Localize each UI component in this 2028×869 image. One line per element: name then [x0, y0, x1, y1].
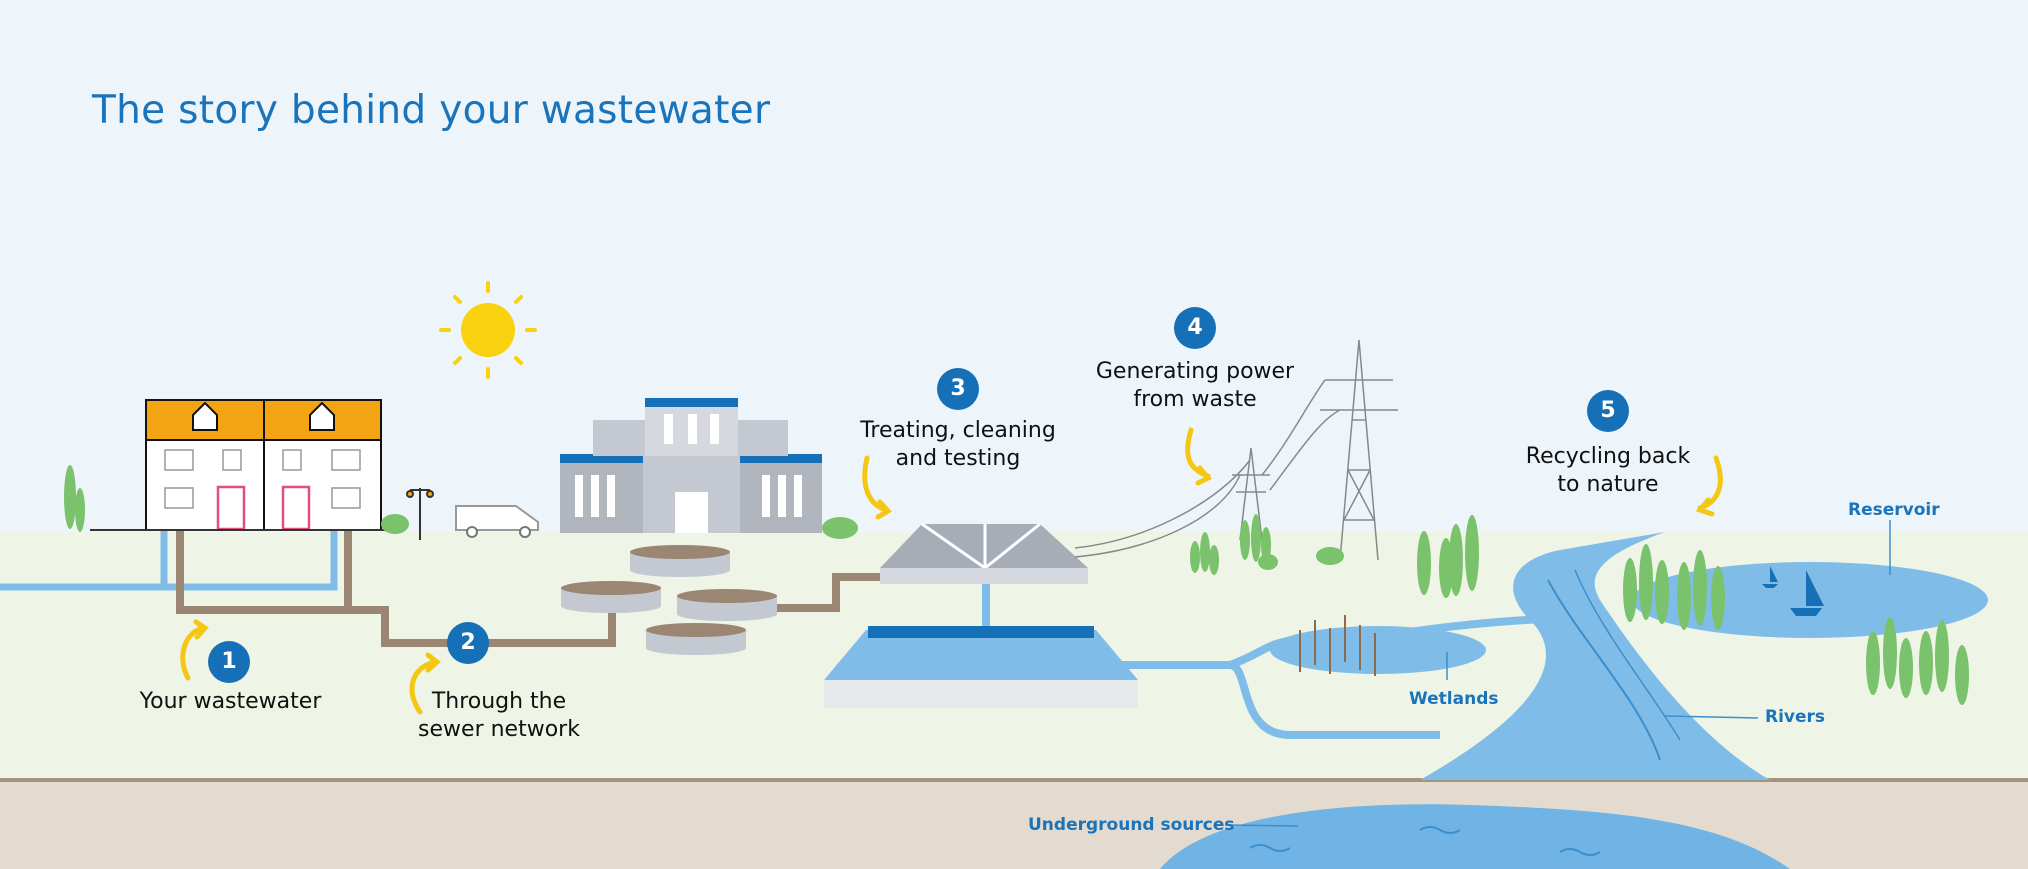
- step-2-badge: 2: [447, 622, 489, 664]
- step-5-label: Recycling back to nature: [1515, 443, 1701, 499]
- step-4-label-line-2: from waste: [1133, 387, 1257, 412]
- page-title: The story behind your wastewater: [92, 88, 771, 133]
- reeds: [1299, 615, 1376, 676]
- step-2-label-line-2: sewer network: [418, 717, 580, 742]
- service-van: [455, 505, 539, 538]
- wetlands-label: Wetlands: [1409, 689, 1499, 709]
- step-2-label-line-1: Through the: [431, 689, 567, 714]
- step-1-badge: 1: [208, 641, 250, 683]
- step-5-label-line-2: to nature: [1557, 472, 1659, 497]
- underground-water: [1160, 804, 1790, 869]
- treatment-tanks: [561, 545, 777, 655]
- step-3-label-line-1: Treating, cleaning: [860, 418, 1056, 443]
- houses: [90, 399, 400, 531]
- step-4-badge: 4: [1174, 307, 1216, 349]
- step-3-label: Treating, cleaning and testing: [848, 417, 1068, 473]
- electricity-pylons: [1074, 339, 1398, 561]
- water-supply-pipe: [0, 530, 338, 591]
- step-1-label: Your wastewater: [128, 688, 333, 716]
- street-lamp: [406, 488, 434, 540]
- step-arrows: [180, 427, 1723, 715]
- step-4-label: Generating power from waste: [1085, 358, 1305, 414]
- treatment-works: [824, 522, 1138, 708]
- sewer-pipe: [176, 530, 890, 647]
- step-5-label-line-1: Recycling back: [1525, 444, 1691, 469]
- sailboat-icon: [1762, 566, 1824, 616]
- trees: [64, 465, 1969, 705]
- treatment-building: [560, 398, 822, 533]
- river: [1420, 532, 1770, 780]
- wetlands-pond: [1270, 626, 1486, 674]
- step-2-label: Through the sewer network: [403, 688, 595, 744]
- step-4-label-line-1: Generating power: [1095, 359, 1295, 384]
- step-1-label-line: Your wastewater: [139, 689, 322, 714]
- step-3-label-line-2: and testing: [895, 446, 1021, 471]
- sun-icon: [439, 281, 537, 379]
- rivers-label: Rivers: [1765, 707, 1826, 727]
- underground-sources-label: Underground sources: [1028, 815, 1235, 835]
- reservoir-label: Reservoir: [1848, 500, 1940, 520]
- step-3-badge: 3: [937, 368, 979, 410]
- step-5-badge: 5: [1587, 390, 1629, 432]
